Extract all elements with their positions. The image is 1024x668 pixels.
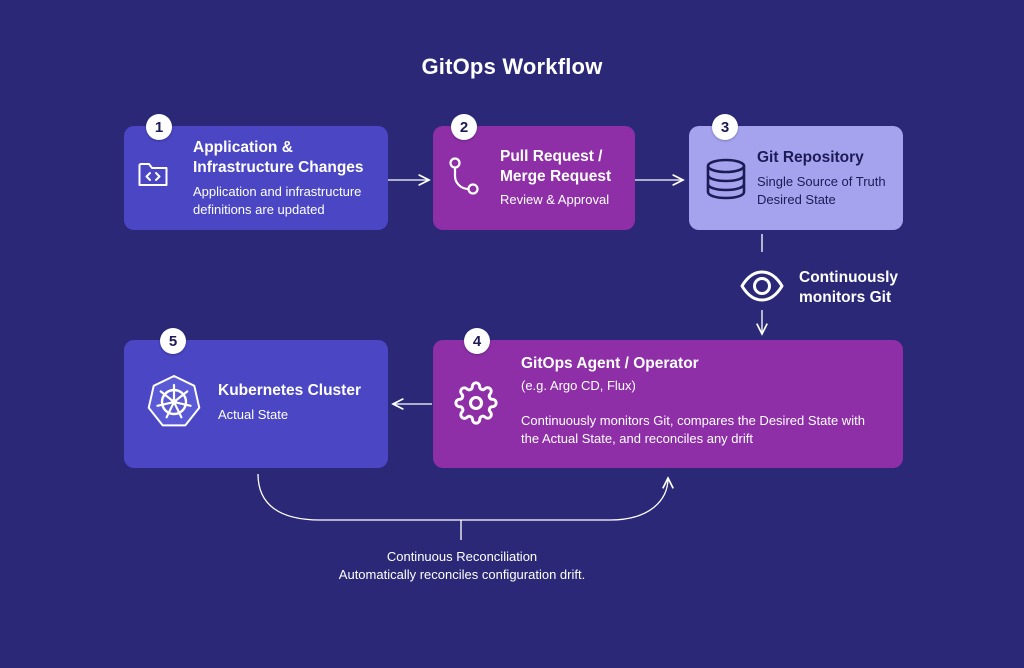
step-1-box: Application & Infrastructure Changes App… bbox=[124, 126, 388, 230]
step-2-title-line1: Pull Request / bbox=[500, 148, 603, 165]
step-5-number-badge: 5 bbox=[160, 328, 186, 354]
step-1-desc-line2: definitions are updated bbox=[193, 202, 325, 217]
step-1-title-line2: Infrastructure Changes bbox=[193, 159, 364, 176]
page-title: GitOps Workflow bbox=[421, 54, 603, 79]
step-4-box: GitOps Agent / Operator (e.g. Argo CD, F… bbox=[433, 340, 903, 468]
step-2-title-line2: Merge Request bbox=[500, 168, 612, 185]
step-3-title: Git Repository bbox=[757, 149, 864, 166]
step-4-title: GitOps Agent / Operator bbox=[521, 355, 699, 372]
step-5-title: Kubernetes Cluster bbox=[218, 382, 361, 399]
step-4-desc-line2: the Actual State, and reconciles any dri… bbox=[521, 431, 753, 446]
step-1-desc-line1: Application and infrastructure bbox=[193, 184, 362, 199]
step-5-desc: Actual State bbox=[218, 407, 289, 422]
database-icon bbox=[705, 158, 747, 205]
reconciliation-loop-arrow bbox=[257, 473, 668, 521]
kubernetes-icon bbox=[146, 374, 202, 435]
git-branch-icon bbox=[447, 156, 481, 201]
reconciliation-title: Continuous Reconciliation bbox=[386, 549, 538, 564]
folder-code-icon bbox=[137, 158, 169, 195]
step-4-number-badge: 4 bbox=[464, 328, 490, 354]
step-2-desc-line1: Review & Approval bbox=[500, 192, 610, 207]
step-3-desc-line2: Desired State bbox=[757, 192, 836, 207]
step-5-box: Kubernetes Cluster Actual State bbox=[124, 340, 388, 468]
step-3-desc-line1: Single Source of Truth bbox=[757, 174, 886, 189]
step-2-box: Pull Request / Merge Request Review & Ap… bbox=[433, 126, 635, 230]
step-3-box: Git Repository Single Source of Truth De… bbox=[689, 126, 903, 230]
reconciliation-desc: Automatically reconciles configuration d… bbox=[338, 567, 586, 582]
monitor-label-line1: Continuously bbox=[799, 269, 899, 286]
eye-icon bbox=[739, 266, 785, 311]
step-4-desc-line1: Continuously monitors Git, compares the … bbox=[521, 413, 865, 428]
step-1-number-badge: 1 bbox=[146, 114, 172, 140]
step-2-number-badge: 2 bbox=[451, 114, 477, 140]
step-4-subtitle: (e.g. Argo CD, Flux) bbox=[521, 378, 636, 393]
step-3-number-badge: 3 bbox=[712, 114, 738, 140]
monitor-label-line2: monitors Git bbox=[799, 289, 892, 306]
step-1-title-line1: Application & bbox=[193, 139, 293, 156]
gear-icon bbox=[454, 381, 498, 430]
